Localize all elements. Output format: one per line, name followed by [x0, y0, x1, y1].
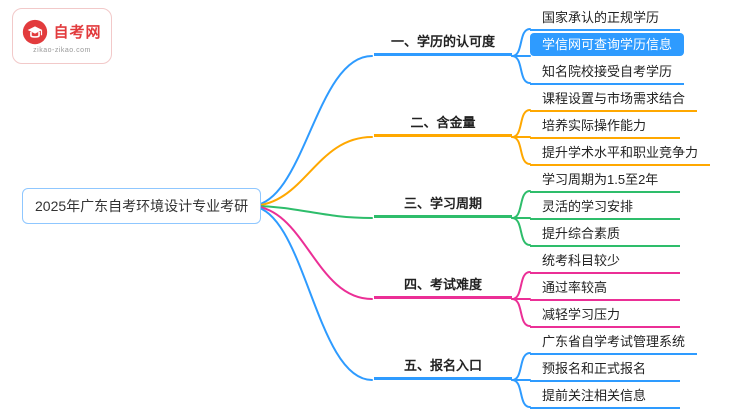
connector-branch4-leaf1: [511, 271, 531, 300]
connector-branch1-leaf1: [511, 28, 531, 57]
leaf-node: 提升学术水平和职业竞争力: [530, 142, 711, 166]
leaf-node: 国家承认的正规学历: [530, 7, 680, 31]
leaf-node: 灵活的学习安排: [530, 196, 680, 220]
leaf-node: 统考科目较少: [530, 250, 680, 274]
connector-branch3-leaf3: [511, 217, 531, 246]
leaf-node-highlighted: 学信网可查询学历信息: [530, 33, 685, 56]
leaf-node: 提前关注相关信息: [530, 385, 680, 409]
connector-root-branch3: [249, 205, 373, 219]
mindmap-root-node: 2025年广东自考环境设计专业考研: [22, 188, 262, 224]
connector-root-branch4: [249, 205, 373, 300]
connector-branch4-leaf3: [511, 298, 531, 327]
connector-branch5-leaf3: [511, 379, 531, 408]
connector-root-branch5: [249, 205, 373, 381]
logo-site-url: zikao-zikao.com: [33, 46, 91, 54]
graduation-cap-icon: [23, 19, 48, 44]
leaf-node: 通过率较高: [530, 277, 680, 301]
logo-row: 自考网: [22, 19, 101, 45]
leaf-node: 预报名和正式报名: [530, 358, 680, 382]
leaf-node: 培养实际操作能力: [530, 115, 680, 139]
branch-node-1: 一、学历的认可度: [374, 32, 512, 56]
branch-node-2: 二、含金量: [374, 113, 512, 137]
logo-site-name: 自考网: [53, 24, 102, 41]
leaf-node: 减轻学习压力: [530, 304, 680, 328]
branch-node-3: 三、学习周期: [374, 194, 512, 218]
connector-root-branch1: [249, 55, 373, 207]
leaf-node: 知名院校接受自考学历: [530, 61, 685, 85]
branch-node-4: 四、考试难度: [374, 275, 512, 299]
connector-branch3-leaf1: [511, 190, 531, 219]
connector-branch5-leaf1: [511, 352, 531, 381]
connector-branch1-leaf3: [511, 55, 531, 84]
leaf-node: 提升综合素质: [530, 223, 680, 247]
connector-branch2-leaf1: [511, 109, 531, 138]
leaf-node: 学习周期为1.5至2年: [530, 169, 680, 193]
connector-branch2-leaf3: [511, 136, 531, 165]
connector-root-branch2: [249, 136, 373, 207]
leaf-node: 课程设置与市场需求结合: [530, 88, 698, 112]
branch-node-5: 五、报名入口: [374, 356, 512, 380]
leaf-node: 广东省自学考试管理系统: [530, 331, 698, 355]
site-logo: 自考网 zikao-zikao.com: [12, 8, 112, 64]
